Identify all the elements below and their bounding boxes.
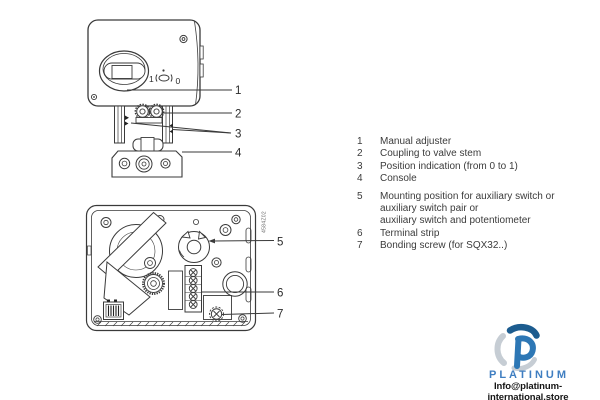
legend-num: 7 [357, 240, 363, 252]
callout-number-3: 3 [235, 129, 241, 141]
legend-item-1: 1 Manual adjuster [357, 136, 555, 148]
drawing-part-code: 4584Z02 [262, 211, 268, 233]
legend-num: 2 [357, 148, 363, 160]
aux-switch-mounting-cam [178, 230, 210, 263]
legend-num: 3 [357, 160, 363, 172]
callout-number-7: 7 [277, 309, 283, 321]
legend-item-5: 5 Mounting position for auxiliary switch… [357, 191, 555, 228]
actuator-interior-drawing: 4584Z02 5 6 7 [85, 204, 283, 332]
callout-number-1: 1 [235, 85, 241, 97]
cable-entry-hole [222, 271, 248, 297]
legend-text-line: auxiliary switch and potentiometer [380, 215, 531, 227]
legend-text-line: Mounting position for auxiliary switch o… [380, 190, 555, 202]
callouts-bottom: 5 6 7 [201, 237, 283, 321]
legend-text: Terminal strip [380, 227, 440, 239]
callout-number-5: 5 [277, 237, 283, 249]
legend-text: Manual adjuster [380, 136, 452, 147]
callouts-top: 1 2 3 4 [127, 85, 242, 160]
legend-num: 6 [357, 227, 363, 239]
connector-block [103, 299, 124, 320]
legend-text: Mounting position for auxiliary switch o… [380, 191, 555, 228]
contact-email: Info@platinum-international.store [487, 381, 569, 400]
legend-item-3: 3 Position indication (from 0 to 1) [357, 161, 555, 173]
legend-text: Position indication (from 0 to 1) [380, 160, 518, 172]
coupling-nut [132, 137, 164, 153]
manual-adjuster-knob [98, 50, 150, 92]
legend-item-4: 4 Console [357, 173, 555, 185]
legend-text: Bonding screw (for SQX32..) [380, 240, 508, 252]
console-valve-body [111, 150, 183, 178]
scale-0-label: 0 [176, 76, 181, 86]
position-indicator-marks [125, 115, 173, 134]
housing-screws [93, 214, 247, 324]
callout-number-4: 4 [235, 148, 242, 160]
legend-num: 5 [357, 190, 363, 202]
callout-number-2: 2 [235, 109, 241, 121]
platinum-logo-icon [494, 323, 540, 371]
platinum-wordmark: PLATINUM [488, 369, 569, 381]
bonding-screw [203, 295, 232, 322]
position-scale: 1 0 [149, 69, 181, 86]
stem-coupling [134, 103, 165, 124]
legend-item-2: 2 Coupling to valve stem [357, 148, 555, 160]
knob-icon [155, 69, 173, 82]
legend-text: Coupling to valve stem [380, 148, 482, 160]
legend-num: 1 [357, 136, 363, 147]
scale-1-label: 1 [149, 74, 154, 84]
legend-item-6: 6 Terminal strip [357, 228, 555, 240]
knurled-wheel [142, 272, 165, 295]
legend-item-7: 7 Bonding screw (for SQX32..) [357, 240, 555, 252]
yoke-columns [114, 105, 173, 144]
legend: 1 Manual adjuster 2 Coupling to valve st… [357, 136, 555, 253]
legend-text-line: auxiliary switch pair or [380, 203, 479, 215]
legend-text: Console [380, 173, 417, 185]
terminal-strip [168, 265, 202, 313]
actuator-exterior-drawing: 1 0 [87, 19, 242, 178]
legend-num: 4 [357, 173, 363, 185]
callout-number-6: 6 [277, 288, 283, 300]
